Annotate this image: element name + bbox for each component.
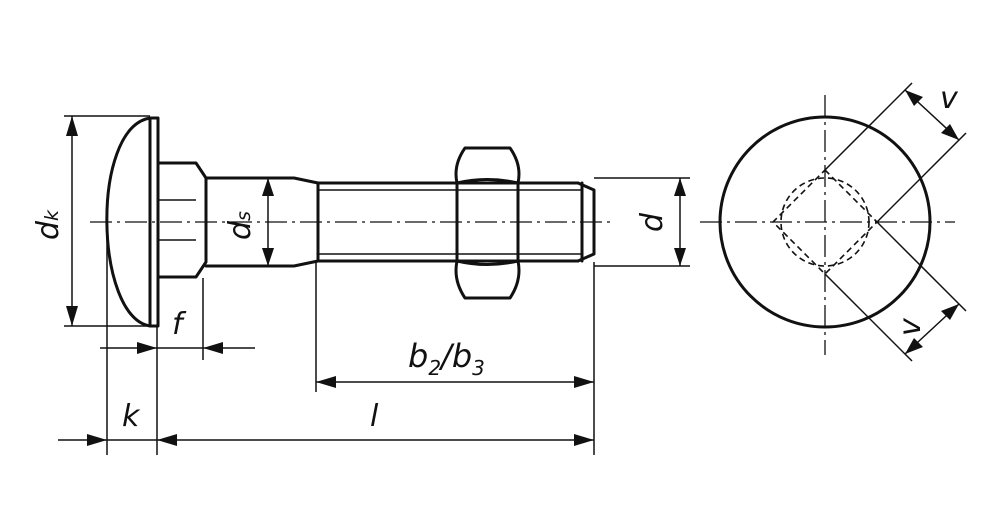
v-top-arrow-1 — [905, 90, 923, 106]
v-extension-bottom-2 — [876, 221, 967, 312]
v-extension-top-1 — [824, 82, 913, 171]
square-neck — [156, 161, 208, 279]
v-top-arrow-2 — [941, 124, 959, 140]
l-label: l — [370, 399, 379, 434]
ds-label: ds — [223, 211, 258, 240]
f-arrow-right — [203, 342, 223, 354]
d-arrow-top — [674, 178, 686, 196]
f-arrow-left — [137, 342, 157, 354]
d-arrow-bottom — [674, 248, 686, 266]
dk-arrow-bottom — [66, 306, 78, 326]
bolt-head-dome — [105, 116, 152, 328]
dk-arrow-top — [66, 116, 78, 136]
v-bottom-label: v — [893, 317, 928, 336]
hidden-shank-circle — [780, 177, 870, 267]
dk-label: dk — [31, 209, 66, 240]
f-label: f — [172, 307, 187, 342]
v-bottom-arrow-1 — [905, 338, 923, 354]
ds-arrow-bottom — [262, 248, 274, 266]
v-bottom-arrow-2 — [941, 304, 959, 320]
l-arrow-left — [157, 434, 177, 446]
hex-nut — [454, 146, 521, 300]
b2-b3-label: b2/b3 — [408, 337, 485, 380]
b-arrow-left — [316, 376, 336, 388]
hidden-square-neck — [771, 168, 879, 276]
v-top-label: v — [940, 81, 959, 116]
v-extension-bottom-1 — [824, 273, 913, 362]
side-view — [90, 116, 612, 328]
l-arrow-right — [574, 434, 594, 446]
end-view: v v — [700, 81, 967, 362]
k-label: k — [122, 399, 141, 434]
k-arrow-left — [87, 434, 107, 446]
ds-arrow-top — [262, 178, 274, 196]
v-extension-top-2 — [876, 132, 967, 223]
side-view-dimensions: dk ds d f b2/b3 k l — [31, 115, 690, 455]
bolt-head-flange — [148, 116, 160, 328]
b-arrow-right — [574, 376, 594, 388]
d-label: d — [635, 212, 670, 232]
